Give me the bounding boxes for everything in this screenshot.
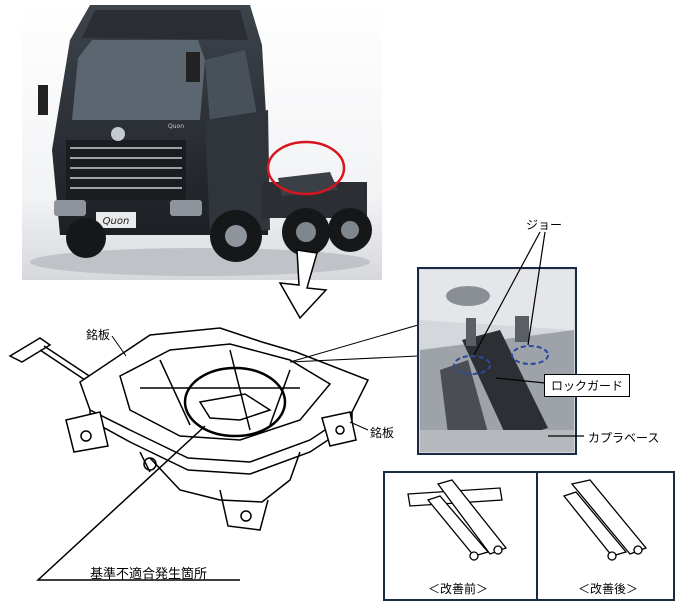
- before-caption: ＜改善前＞: [428, 582, 489, 596]
- callout-line-top: [289, 324, 419, 363]
- nonconformity-leader: [36, 425, 240, 581]
- truck-photo: Quon Quon: [22, 0, 382, 280]
- cab-brand-text: Quon: [168, 123, 184, 130]
- part-before-drawing: [407, 479, 508, 561]
- detail-photo: [420, 270, 574, 452]
- after-caption: ＜改善後＞: [578, 582, 639, 596]
- down-arrow-icon: [278, 249, 328, 320]
- callout-line-bottom: [289, 355, 419, 363]
- nonconformity-label: 基準不適合発生箇所: [90, 567, 208, 582]
- jaw-dashed-ring-right: [511, 345, 549, 365]
- grille-brand-text: Quon: [103, 216, 130, 227]
- part-after-drawing: [562, 479, 648, 561]
- nameplate-label-2: 銘板: [370, 426, 395, 440]
- detail-ellipse: [183, 366, 287, 438]
- coupler-base-label: カプラベース: [588, 431, 660, 445]
- fifth-wheel-drawing: [8, 327, 370, 531]
- lock-guard-label: ロックガード: [544, 374, 631, 397]
- jaw-label: ジョー: [526, 218, 563, 232]
- nameplate-label-1: 銘板: [86, 328, 111, 342]
- highlight-ring: [266, 140, 346, 196]
- jaw-dashed-ring-left: [453, 355, 491, 375]
